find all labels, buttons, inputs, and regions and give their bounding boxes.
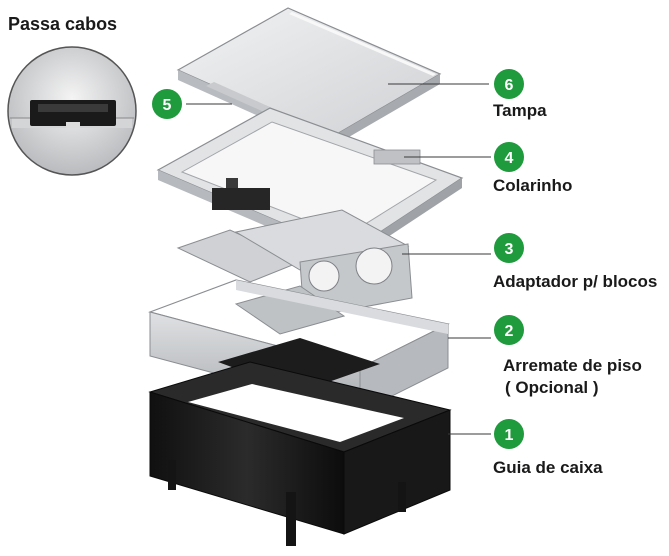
badge-3: 3 [494,233,524,263]
part-guia-caixa [148,361,452,546]
label-adaptador-blocos: Adaptador p/ blocos [493,272,658,291]
badge-4: 4 [494,142,524,172]
badge-6: 6 [494,69,524,99]
badge-1-number: 1 [505,427,514,444]
label-arremate-piso: Arremate de piso [503,356,642,375]
inset-passa-cabos [7,46,137,176]
badge-5-number: 5 [163,97,172,114]
badge-1: 1 [494,419,524,449]
badge-6-number: 6 [505,77,514,94]
badge-4-number: 4 [505,150,514,167]
badge-5: 5 [152,89,182,119]
inset-title: Passa cabos [8,14,118,34]
badge-2: 2 [494,315,524,345]
part-arremate-piso [148,279,450,413]
label-colarinho: Colarinho [493,176,573,195]
badge-2-number: 2 [505,323,514,340]
leader-lines [186,83,491,435]
label-arremate-opcional: ( Opcional ) [505,378,599,397]
badge-3-number: 3 [505,241,514,258]
label-guia-caixa: Guia de caixa [493,458,603,477]
label-tampa: Tampa [493,101,547,120]
